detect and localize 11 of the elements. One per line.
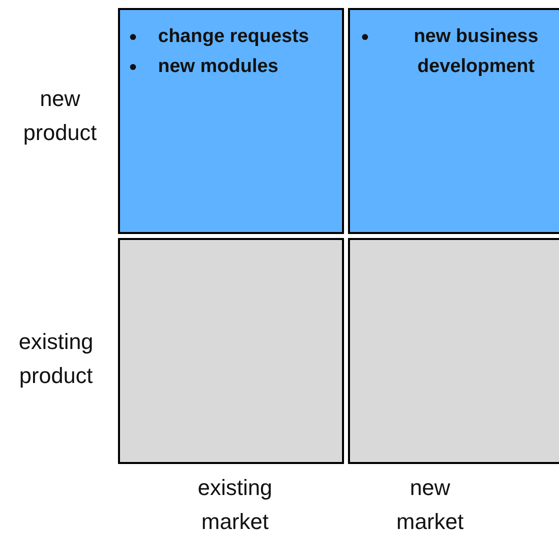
quadrant-box (118, 8, 344, 234)
bullet-text: new business development (412, 25, 540, 79)
bullet-text: change requests (158, 25, 309, 49)
empty-quadrant (118, 238, 344, 464)
column-label: existing market (196, 474, 274, 533)
empty-quadrant (348, 238, 559, 464)
column-label: new market (395, 474, 465, 533)
row-label: new product (22, 85, 98, 147)
row-label: existing product (18, 328, 94, 390)
bullet-text: new modules (158, 55, 278, 79)
quadrant-box (348, 8, 559, 234)
